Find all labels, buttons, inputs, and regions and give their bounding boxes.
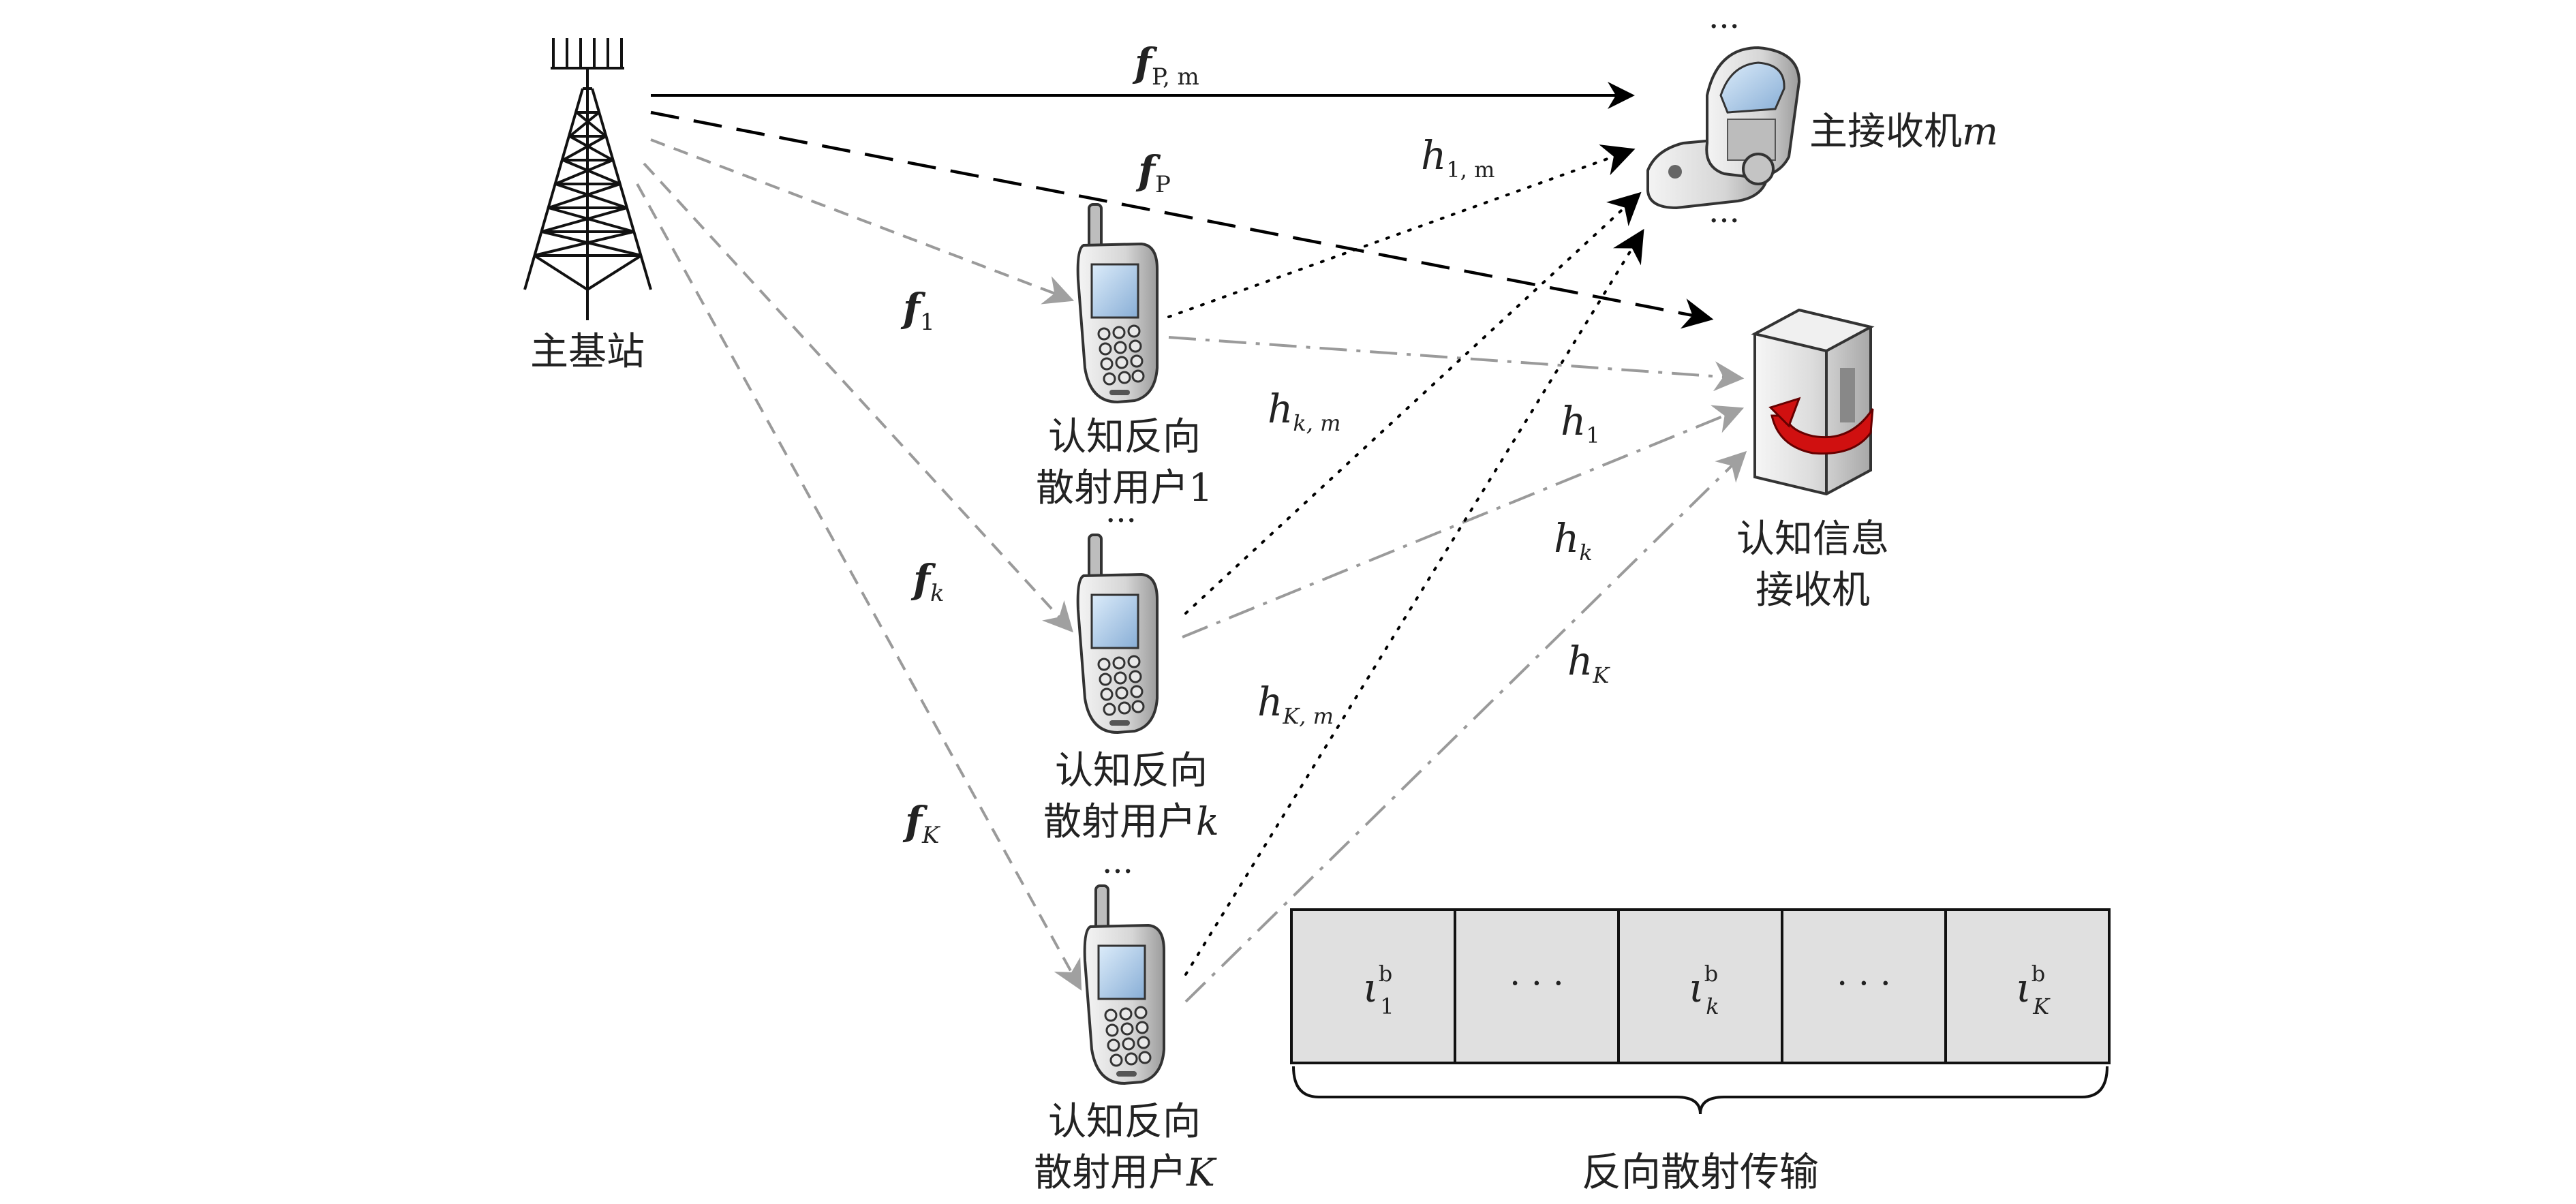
- frame-slot-2: [1454, 908, 1620, 1064]
- user-1-label-line1: 认知反向: [1048, 415, 1201, 459]
- frame-slot-5: [1944, 908, 2111, 1064]
- link-f-K: [636, 183, 1082, 991]
- backscatter-user-K-phone-icon: [1083, 884, 1165, 1085]
- backscatter-user-k-phone-icon: [1076, 534, 1159, 735]
- label-f-Pm: fP, m: [1132, 40, 1199, 91]
- label-h-1: h1: [1561, 398, 1600, 448]
- label-f-K: fK: [902, 798, 941, 849]
- link-h-K: [1184, 450, 1747, 1003]
- user-k-label-line1: 认知反向: [1055, 749, 1208, 793]
- primary-receiver-phone-icon: [1646, 46, 1801, 210]
- base-station-tower-icon: [523, 38, 652, 320]
- backscatter-user-1-phone-icon: [1076, 203, 1159, 404]
- primary-base-station-label: 主基站: [530, 330, 645, 374]
- label-h-Km: hK, m: [1257, 679, 1334, 729]
- primary-receiver-bottom-ellipsis: ···: [1708, 202, 1740, 240]
- user-1-label-line2: 散射用户1: [1036, 466, 1213, 510]
- label-f-1: f1: [900, 285, 935, 336]
- frame-slot-4: [1781, 908, 1947, 1064]
- frame-slot-2-label: · · ·: [1509, 963, 1563, 1003]
- label-h-km: hk, m: [1268, 386, 1340, 436]
- user-k-top-ellipsis: ···: [1105, 501, 1137, 540]
- frame-slot-3: [1617, 908, 1783, 1064]
- link-f-P: [650, 110, 1714, 329]
- link-f-k: [643, 162, 1073, 633]
- label-f-k: fk: [910, 556, 945, 607]
- label-h-k: hk: [1554, 515, 1593, 566]
- link-h-1m: [1167, 144, 1636, 318]
- link-h-1: [1168, 336, 1745, 392]
- frame-slot-4-label: · · ·: [1837, 963, 1890, 1003]
- frame-slot-1: [1290, 908, 1456, 1064]
- label-h-1m: h1, m: [1421, 132, 1494, 183]
- link-f-1: [650, 138, 1075, 305]
- link-h-Km: [1184, 228, 1644, 976]
- user-K-label-line2: 散射用户K: [1034, 1151, 1217, 1195]
- label-h-K: hK: [1567, 638, 1610, 688]
- primary-receiver-label: 主接收机m: [1809, 110, 1998, 154]
- primary-receiver-top-ellipsis: ···: [1708, 7, 1740, 46]
- user-k-label-line2: 散射用户k: [1043, 800, 1219, 844]
- label-f-P: fP: [1135, 147, 1171, 198]
- backscatter-transmission-label: 反向散射传输: [1582, 1149, 1819, 1195]
- cognitive-receiver-server-icon: [1751, 308, 1875, 496]
- link-h-k: [1182, 405, 1745, 638]
- user-K-top-ellipsis: ···: [1102, 852, 1133, 891]
- cognitive-receiver-label-line1: 认知信息: [1736, 517, 1889, 561]
- cognitive-receiver-label-line2: 接收机: [1755, 568, 1870, 613]
- frame-brace: [1292, 1066, 2109, 1115]
- user-K-label-line1: 认知反向: [1048, 1100, 1201, 1144]
